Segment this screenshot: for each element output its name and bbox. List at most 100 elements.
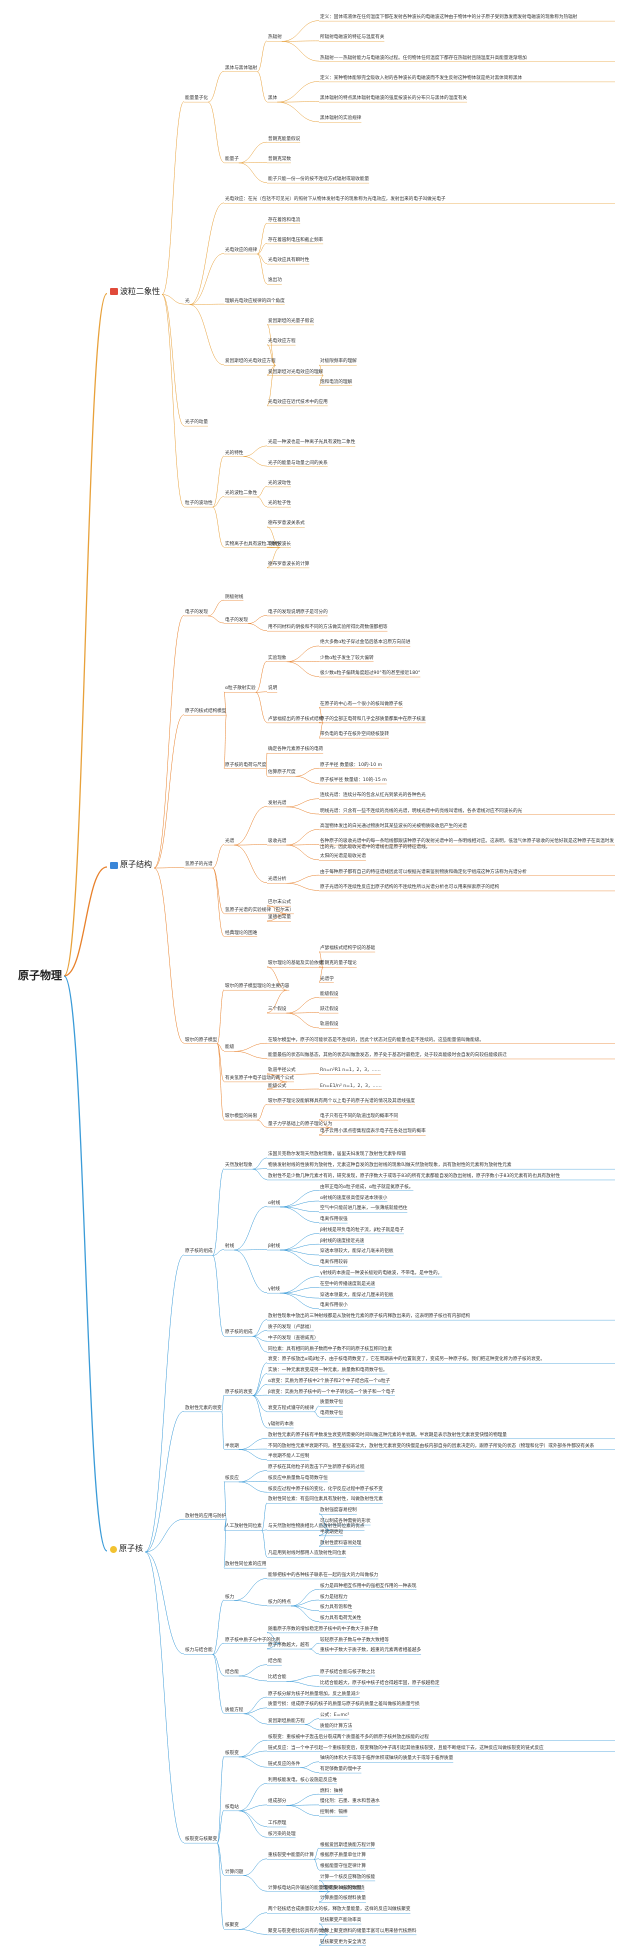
map-node[interactable]: 黑体 xyxy=(268,96,278,102)
map-node[interactable]: 核裂变与核聚变 xyxy=(185,1837,218,1843)
map-node[interactable]: 玻尔原子理论没能解释具有两个以上电子的原子光谱的情况及其谱线强度 xyxy=(268,1098,416,1104)
map-node[interactable]: 核力具有电荷无关性 xyxy=(320,1616,362,1622)
map-node[interactable]: 爱因斯坦的光量子假说 xyxy=(268,318,314,324)
root-title[interactable]: 原子物理 xyxy=(18,969,62,982)
map-node[interactable]: 连续光谱：连续分布的包含从红光到紫光的各种色光 xyxy=(320,793,426,799)
map-node[interactable]: γ射线 xyxy=(268,1287,280,1293)
map-node[interactable]: 普朗克常数 xyxy=(268,156,291,162)
map-node[interactable]: 里德伯常量 xyxy=(268,915,291,921)
map-node[interactable]: 公式：E=mc² xyxy=(320,1713,350,1719)
map-node[interactable]: 放射性的应用与防护 xyxy=(185,1513,227,1519)
map-node[interactable]: 物质发射射线的性质称为放射性，元素这种自发的放出射线的现象叫做天然放射现象，具有… xyxy=(268,1163,512,1169)
map-node[interactable]: 质能的计算方法 xyxy=(320,1723,353,1729)
map-node[interactable]: 能级假设 xyxy=(320,991,339,997)
map-node[interactable]: β射线 xyxy=(268,1244,281,1250)
map-node[interactable]: 核力具有饱和性 xyxy=(320,1605,353,1611)
map-node[interactable]: 普朗克的量子理论 xyxy=(320,961,357,967)
map-node[interactable]: 铀块的体积大于或等于临界体积或铀块的质量大于或等于临界质量 xyxy=(320,1756,454,1762)
map-node[interactable]: β衰变：实质为原子核中的一个中子转化成一个质子和一个电子 xyxy=(268,1389,395,1395)
map-node[interactable]: 聚变与裂变相比较具有的优点 xyxy=(268,1928,328,1934)
map-node[interactable]: 实质：一种元素衰变成另一种元素，质量数和电荷数守恒。 xyxy=(268,1368,388,1374)
map-node[interactable]: 三个假设 xyxy=(268,1007,287,1013)
map-node[interactable]: 量子力学基础上的原子理论认为 xyxy=(268,1121,333,1127)
map-node[interactable]: 计算核电站向外输送的能量需要多少核燃料燃烧 xyxy=(268,1885,365,1891)
map-node[interactable]: 原子核中质子与中子的比例 xyxy=(225,1637,281,1643)
map-node[interactable]: 根据原子质量单位计算 xyxy=(320,1853,366,1859)
map-node[interactable]: 原子序数越大，越有 xyxy=(268,1643,310,1649)
map-node[interactable]: 说明 xyxy=(268,686,278,692)
map-node[interactable]: 在空中的传播速度就是光速 xyxy=(320,1281,376,1287)
map-node[interactable]: 重核中子数大于质子数，越重的元素两者相差越多 xyxy=(320,1648,422,1654)
map-node[interactable]: 中子的发现（查德威克） xyxy=(268,1335,319,1341)
map-node[interactable]: 较轻原子质子数与中子数大致相等 xyxy=(320,1637,389,1643)
map-node[interactable]: 人工放射性同位素 xyxy=(225,1524,262,1530)
map-node[interactable]: 原子的核式结构模型 xyxy=(185,709,227,715)
map-node[interactable]: 光的波动性 xyxy=(268,480,291,486)
map-node[interactable]: 轨道假设 xyxy=(320,1022,339,1028)
map-node[interactable]: 质子的发现（卢瑟福） xyxy=(268,1324,314,1330)
map-node[interactable]: 光谱分析 xyxy=(268,877,287,883)
map-node[interactable]: γ射线的本质是一种波长极短的电磁波，不带电，是中性的。 xyxy=(320,1271,443,1276)
map-node[interactable]: 核裂变 xyxy=(225,1750,239,1756)
map-node[interactable]: 卢瑟福核式结构学说的基础 xyxy=(320,946,376,952)
map-node[interactable]: 由带正电的α粒子组成，α粒子就是氦原子核。 xyxy=(320,1184,414,1190)
map-node[interactable]: 核力 xyxy=(225,1594,235,1600)
map-node[interactable]: 根据能量守恒定律计算 xyxy=(320,1864,366,1870)
map-node[interactable]: 放射性现象中放出的三种射线都是从放射性元素的原子核内释放出来的，这表明原子核也有… xyxy=(268,1314,471,1320)
map-node[interactable]: 能够把核中的各种核子联系在一起的强大的力叫做核力 xyxy=(268,1572,379,1578)
map-node[interactable]: 控制棒：镉棒 xyxy=(320,1810,348,1816)
map-node[interactable]: 核力的特点 xyxy=(268,1599,291,1605)
map-node[interactable]: 有足够数量的慢中子 xyxy=(320,1767,362,1773)
map-node[interactable]: 存在着饱和电流 xyxy=(268,217,301,223)
map-node[interactable]: 原子核结合能与核子数之比 xyxy=(320,1670,376,1675)
map-node[interactable]: 对极限频率的理解 xyxy=(320,359,357,365)
map-node[interactable]: 光的特性 xyxy=(225,450,244,456)
map-node[interactable]: 定义：某种物体能够完全吸收入射的各种波长的电磁波而不发生反射这种物体就是绝对黑体… xyxy=(320,75,523,81)
map-node[interactable]: 存在着遏制电压和截止频率 xyxy=(268,237,324,243)
map-node[interactable]: 爱因斯坦质能方程 xyxy=(268,1718,305,1724)
map-node[interactable]: 质量数守恒 xyxy=(320,1400,343,1406)
map-node[interactable]: 爱因斯坦的光电效应方程 xyxy=(225,359,276,365)
map-node[interactable]: 黑体辐射的特点黑体辐射电磁波的强度按波长的分布只与黑体的温度有关 xyxy=(320,96,468,102)
map-node[interactable]: 玻尔理论的基础及实验依据 xyxy=(268,961,324,967)
map-node[interactable]: 核力是四种相互作用中的强相互作用的一种表现 xyxy=(320,1583,417,1589)
map-node[interactable]: 核力是短程力 xyxy=(320,1594,348,1600)
map-node[interactable]: β射线是带负电的粒子流，β粒子就是电子 xyxy=(320,1227,404,1233)
map-node[interactable]: 核反应中质量数与电荷数守恒 xyxy=(268,1475,328,1481)
map-node[interactable]: 由于每种原子都有自己的特征谱线因此可以根据光谱来鉴别物质和确定化学组成这种方法称… xyxy=(320,869,527,875)
map-node[interactable]: En=E1/n² n=1，2，3，…… xyxy=(320,1083,382,1089)
map-node[interactable]: 能级 xyxy=(225,1045,235,1051)
map-node[interactable]: 电离作用较弱 xyxy=(320,1260,348,1266)
map-node[interactable]: 爱因斯坦对光电效应的理解 xyxy=(268,369,324,375)
map-node[interactable]: 原子核分解为核子时质量增加，反之质量减少 xyxy=(268,1691,360,1697)
map-node[interactable]: 质量亏损：组成原子核的核子的质量与原子核的质量之差叫做核的质量亏损 xyxy=(268,1702,420,1708)
map-node[interactable]: 极少数α粒子偏转角度超过90°有的甚至接近180° xyxy=(320,671,421,677)
map-node[interactable]: 核反应 xyxy=(225,1475,239,1481)
map-node[interactable]: 光电效应的规律 xyxy=(225,248,258,253)
map-node[interactable]: 原子核的衰变 xyxy=(225,1389,253,1395)
map-node[interactable]: 光的粒子性 xyxy=(268,501,291,507)
map-node[interactable]: 各种原子的吸收光谱中的每一条暗线都跟该种原子的发射光谱中的一条明线相对应。这表明… xyxy=(320,839,615,851)
map-node[interactable]: 放射性元素的衰变 xyxy=(185,1405,222,1411)
map-node[interactable]: 用不同材料的阴极和不同的方法做实验所得比荷数值都相等 xyxy=(268,625,388,631)
map-node[interactable]: 光子的能量与动量之间的关系 xyxy=(268,460,328,466)
map-node[interactable]: 衰变：原子核放出α或β粒子，由于核电荷数变了，它在周期表中的位置就变了，变成另一… xyxy=(268,1357,545,1363)
map-node[interactable]: 光电效应在近代技术中的应用 xyxy=(268,399,328,405)
map-node[interactable]: 穿透本领最大，能穿过几厘米的铅板 xyxy=(320,1292,394,1298)
map-node[interactable]: 放射性同位素：有些同位素具有放射性，叫做放射性元素 xyxy=(268,1497,383,1503)
map-node[interactable]: 电子的发现 xyxy=(225,617,248,623)
map-node[interactable]: 不同的放射性元素半衰期不同，甚至差别非常大，放射性元素衰变的快慢是由核内部自身的… xyxy=(268,1443,595,1449)
map-node[interactable]: 可以制成各种需要的形状 xyxy=(320,1519,371,1525)
map-node[interactable]: 玻尔的原子模型 xyxy=(185,1037,218,1043)
map-node[interactable]: 能量子 xyxy=(225,156,239,162)
map-node[interactable]: 核污染的处理 xyxy=(268,1831,296,1837)
map-node[interactable]: 带负电的电子在核外空间绕核旋转 xyxy=(320,732,389,738)
map-node[interactable]: 电荷数守恒 xyxy=(320,1411,343,1417)
map-node[interactable]: 放射性元素的原子核有半数发生衰变所需要的时间叫做这种元素的半衰期。半衰期是表示放… xyxy=(268,1432,507,1438)
map-node[interactable]: 半衰期 xyxy=(225,1443,239,1449)
branch-2[interactable]: 原子结构 xyxy=(110,860,152,870)
map-node[interactable]: 原子核半径 数量级：10的-15 m xyxy=(320,777,387,783)
map-node[interactable]: 两个轻核结合成质量较大的核，释放大量能量，这样的反应叫做核聚变 xyxy=(268,1907,411,1913)
map-node[interactable]: 在玻尔模型中，原子的可能状态是不连续的，因此个状态对应的能量也是不连续的。这些能… xyxy=(268,1037,484,1043)
map-node[interactable]: 阴极射线 xyxy=(225,594,244,600)
